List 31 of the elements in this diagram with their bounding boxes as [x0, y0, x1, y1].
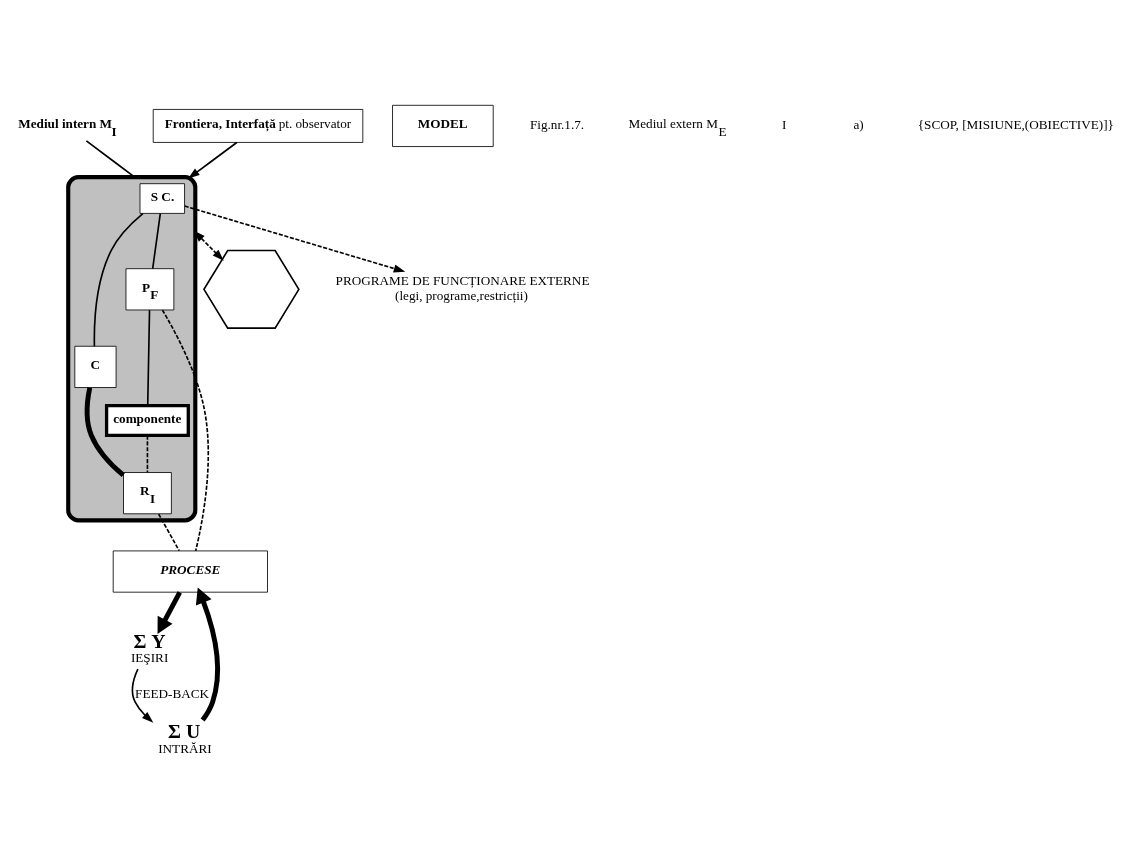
arrow — [131, 668, 154, 723]
edge-label: FEED-BACK — [135, 685, 210, 701]
node-label: IEŞIRI — [130, 650, 169, 666]
arrow — [183, 205, 406, 273]
connector — [146, 434, 149, 474]
arrow — [195, 587, 220, 722]
connector — [85, 140, 136, 178]
connector — [84, 387, 125, 478]
connector — [146, 309, 151, 407]
label: Fig.nr.1.7. — [529, 117, 585, 133]
node-text: Σ U — [168, 720, 201, 743]
node-box: componente — [104, 404, 190, 438]
node-box: Frontiera, Interfață pt. observator — [152, 109, 364, 143]
node-box: C — [74, 345, 117, 388]
connector — [157, 513, 180, 552]
node-text: Σ Y — [133, 629, 166, 652]
label: {SCOP, [MISIUNE,(OBIECTIVE)]} — [917, 117, 1114, 133]
label: a) — [853, 117, 864, 133]
node-box: PROCESE — [112, 550, 268, 593]
connector — [93, 212, 144, 347]
label: I — [782, 117, 787, 133]
node-box: MODEL — [392, 104, 494, 147]
arrow — [193, 230, 224, 261]
node-text: PROGRAME DE FUNCȚIONARE EXTERNE (legi, programe,restricții) — [335, 273, 590, 303]
node-label: INTRĂRI — [158, 740, 212, 756]
connector — [161, 309, 210, 552]
arrow — [157, 591, 182, 634]
node-box: S C. — [139, 183, 185, 214]
arrow — [188, 141, 238, 179]
cluster — [66, 175, 198, 523]
connector — [151, 212, 162, 270]
